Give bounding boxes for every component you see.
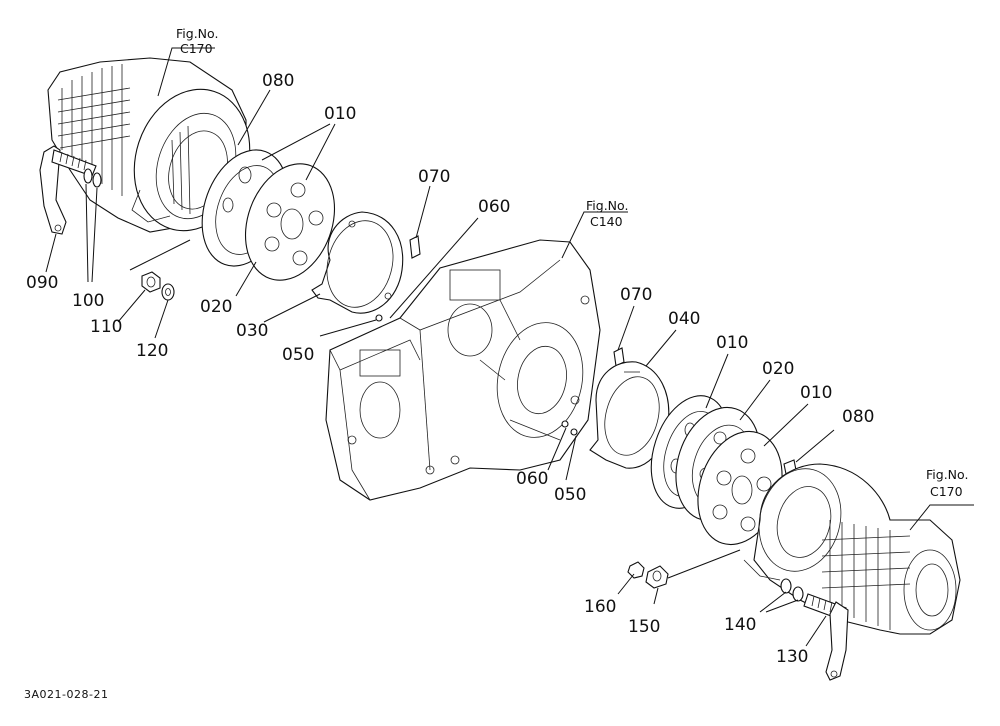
o-ring-100a — [83, 168, 93, 184]
cam-plate-030 — [311, 211, 404, 314]
fig-ref-c140-prefix: Fig.No. — [586, 198, 628, 213]
right-axle-housing — [743, 463, 961, 635]
left-axle-housing — [47, 57, 251, 233]
nut-160 — [627, 561, 645, 579]
ball-060-center — [561, 420, 569, 428]
callout-050-left: 050 — [282, 345, 314, 365]
callout-030: 030 — [236, 321, 268, 341]
fig-ref-c170-top-prefix: Fig.No. — [176, 26, 218, 41]
washer-120 — [161, 283, 175, 301]
brake-lever-right — [803, 593, 849, 681]
drawing-code: 3A021-028-21 — [24, 688, 108, 701]
callout-070-left: 070 — [418, 167, 450, 187]
fig-ref-c170-right-code: C170 — [930, 484, 963, 499]
callout-040: 040 — [668, 309, 700, 329]
callout-020-right: 020 — [762, 359, 794, 379]
callout-070-right: 070 — [620, 285, 652, 305]
pressure-plate-010-left — [244, 163, 336, 281]
callout-010-left: 010 — [324, 104, 356, 124]
callout-090: 090 — [26, 273, 58, 293]
callout-010-right-a: 010 — [716, 333, 748, 353]
callout-160: 160 — [584, 597, 616, 617]
cam-plate-040 — [589, 361, 670, 469]
fig-ref-c170-right-prefix: Fig.No. — [926, 467, 968, 482]
callout-120: 120 — [136, 341, 168, 361]
callout-020-left: 020 — [200, 297, 232, 317]
callout-080-right: 080 — [842, 407, 874, 427]
ball-050-left — [375, 314, 383, 322]
fig-ref-c140-code: C140 — [590, 214, 623, 229]
callout-150: 150 — [628, 617, 660, 637]
o-ring-100b — [92, 172, 102, 188]
callout-010-right-b: 010 — [800, 383, 832, 403]
callout-080-left: 080 — [262, 71, 294, 91]
callout-060-left: 060 — [478, 197, 510, 217]
callout-060-center: 060 — [516, 469, 548, 489]
pin-070-right — [613, 347, 625, 367]
brake-lever-left — [39, 145, 97, 235]
callout-140: 140 — [724, 615, 756, 635]
ball-050-center — [570, 428, 578, 436]
bolt-110 — [141, 271, 161, 293]
o-ring-140a — [780, 578, 792, 594]
leader-lines — [45, 47, 974, 647]
callout-100: 100 — [72, 291, 104, 311]
callout-130: 130 — [776, 647, 808, 667]
bolt-150 — [645, 565, 669, 589]
figure-references: Fig.No. C170 Fig.No. C140 Fig.No. C170 — [176, 26, 968, 499]
o-ring-140b — [792, 586, 804, 602]
callout-050-center: 050 — [554, 485, 586, 505]
fig-ref-c170-top-code: C170 — [180, 41, 213, 56]
pin-070-left — [409, 235, 421, 259]
callout-110: 110 — [90, 317, 122, 337]
part-callouts: 080 010 070 060 090 100 110 120 020 030 … — [26, 71, 874, 667]
transmission-case — [325, 239, 601, 501]
